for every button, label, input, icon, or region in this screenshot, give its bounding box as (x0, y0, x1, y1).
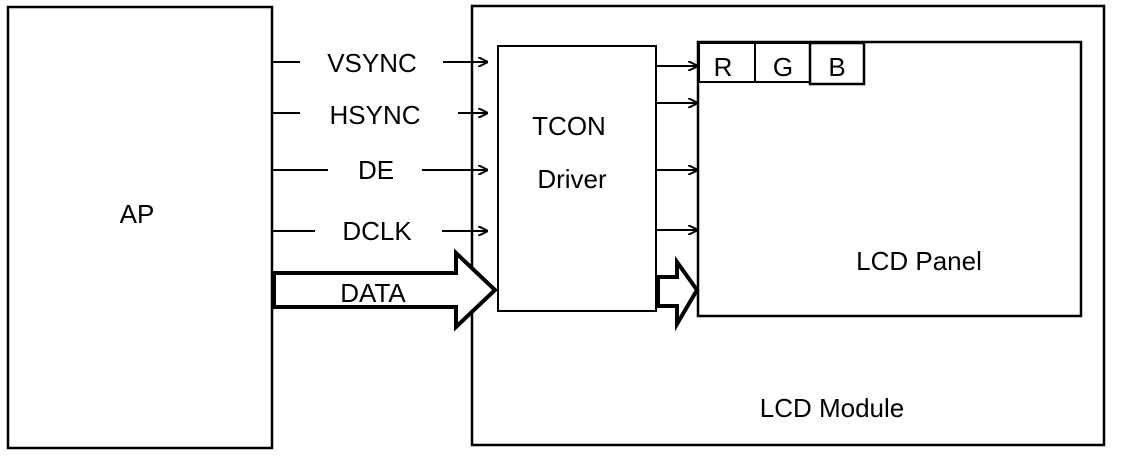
tcon-driver-block (497, 45, 657, 312)
ap-label: AP (120, 199, 155, 229)
subpixel-b-box (808, 41, 866, 86)
lcd-panel-block (696, 40, 1083, 318)
ap-block (6, 5, 274, 450)
lcd-module-label: LCD Module (760, 393, 905, 423)
data-label: DATA (340, 278, 406, 308)
subpixel-g-box (754, 42, 811, 83)
tcon-data-bus-arrow (656, 255, 700, 332)
tcon-label-line2: Driver (537, 164, 607, 194)
lcd-panel-label: LCD Panel (856, 246, 982, 276)
dclk-label: DCLK (342, 216, 412, 246)
subpixel-g-label: G (773, 52, 793, 82)
subpixel-r-label: R (714, 52, 733, 82)
data-bus-arrow (272, 248, 498, 332)
vsync-label: VSYNC (327, 48, 417, 78)
subpixel-b-label: B (828, 52, 845, 82)
de-label: DE (358, 155, 394, 185)
tcon-label-line1: TCON (532, 111, 606, 141)
subpixel-r-box (698, 42, 756, 83)
hsync-label: HSYNC (329, 100, 420, 130)
